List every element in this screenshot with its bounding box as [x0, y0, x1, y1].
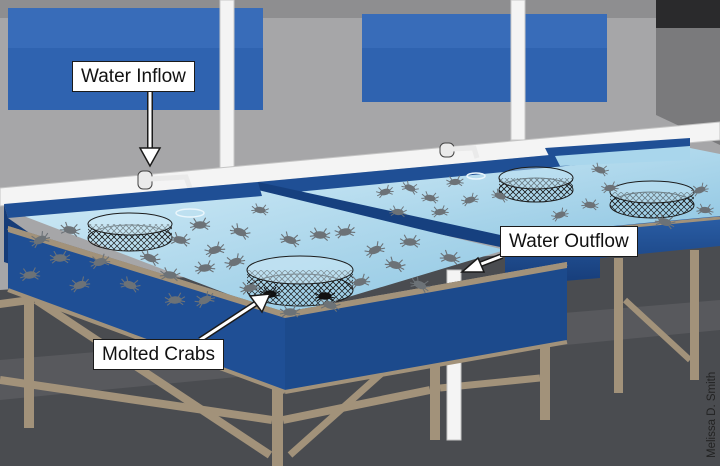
spout-right	[451, 145, 480, 159]
water-inflow-label: Water Inflow	[72, 61, 195, 92]
ceiling-corner	[656, 0, 720, 28]
water-outflow-label: Water Outflow	[500, 226, 638, 257]
molted-crabs-label: Molted Crabs	[93, 339, 224, 370]
front-tank	[0, 172, 568, 466]
inflow-pipe	[0, 121, 720, 207]
window-right-sky	[362, 14, 607, 48]
valve-left	[137, 170, 153, 190]
wall-corner	[656, 0, 720, 145]
far-tank-water	[555, 146, 690, 166]
vertical-pipe-left	[219, 0, 235, 176]
spout-left	[149, 174, 193, 189]
far-tank-rim	[545, 138, 690, 158]
valve-right	[439, 142, 455, 158]
callout-arrows	[138, 92, 504, 343]
vertical-pipe-right	[510, 0, 526, 141]
artist-credit: Melissa D. Smith	[706, 371, 718, 458]
